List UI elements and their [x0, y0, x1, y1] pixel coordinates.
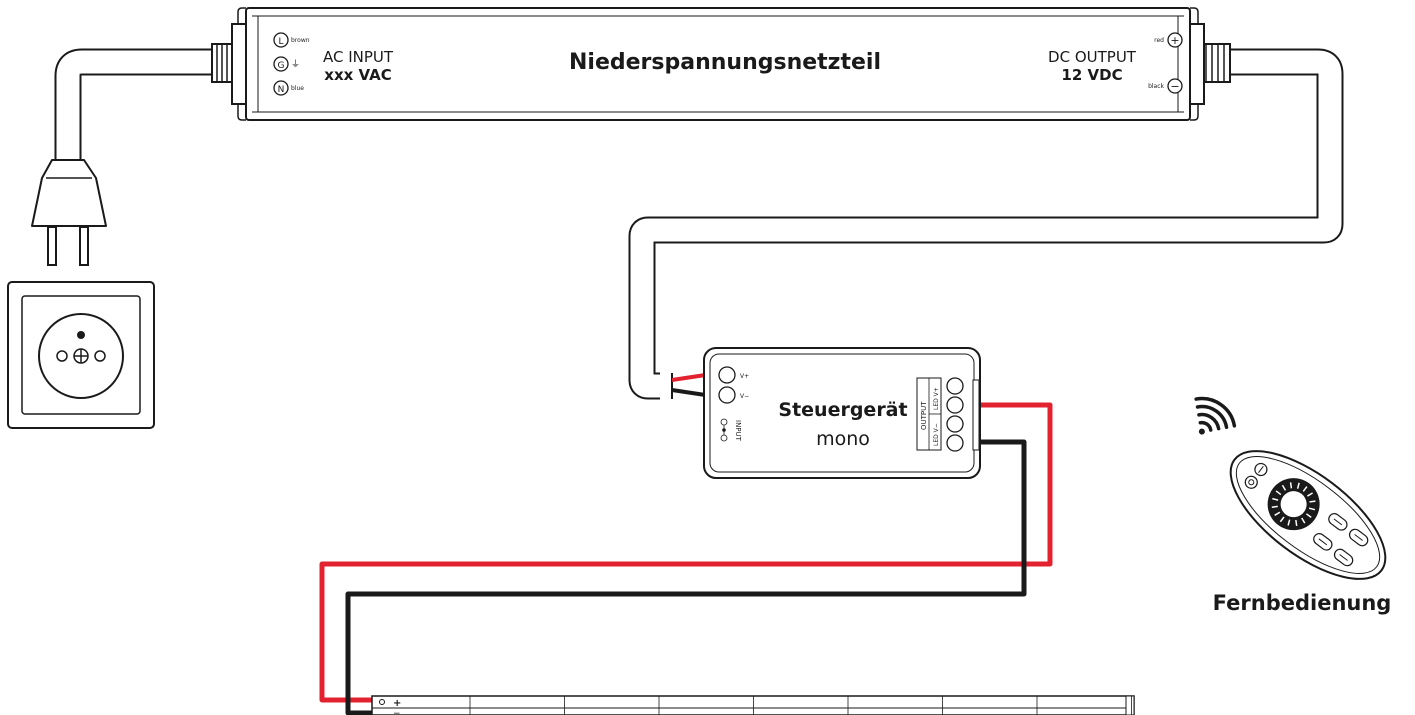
led-wires [319, 402, 1053, 715]
svg-text:LED V−: LED V− [933, 423, 940, 446]
svg-text:V+: V+ [740, 373, 749, 380]
controller-input-vplus [718, 366, 736, 384]
dc-output-label: DC OUTPUT [1048, 48, 1137, 66]
svg-text:L: L [278, 37, 283, 47]
wireless-signal-icon [1194, 396, 1237, 435]
remote-wheel-tick [1281, 484, 1287, 491]
psu-terminal-minus: black − [1148, 78, 1183, 94]
psu-terminal-l: L brown [273, 32, 310, 48]
red-wire-out [319, 402, 1053, 703]
controller-output-label: OUTPUT [920, 401, 928, 430]
led-strip: + − [371, 695, 1135, 715]
psu-terminal-g: G ⏚ [273, 56, 300, 72]
remote-wheel-tick [1271, 505, 1278, 508]
svg-text:blue: blue [291, 85, 304, 92]
controller-output-3 [946, 415, 964, 433]
wall-socket [7, 281, 155, 429]
controller: V+ V− INPUT Steuergerät mono OUTPUT LED … [703, 347, 981, 479]
remote-wheel-tick [1272, 497, 1279, 501]
remote-wheel-tick [1287, 519, 1291, 526]
svg-text:LED V+: LED V+ [933, 387, 940, 410]
svg-text:G: G [278, 61, 285, 71]
black-wire-out [345, 439, 1027, 715]
svg-text:⏚: ⏚ [291, 59, 300, 70]
remote-wheel-tick [1302, 486, 1308, 492]
psu-right-connector [1189, 7, 1231, 121]
svg-text:V−: V− [740, 393, 749, 400]
socket-earth-pin [77, 331, 85, 339]
svg-text:black: black [1148, 83, 1164, 90]
svg-text:brown: brown [291, 37, 310, 44]
controller-input-vminus [718, 386, 736, 404]
plug [31, 159, 107, 266]
dc-cable [628, 48, 1344, 401]
remote-wheel-tick [1309, 500, 1316, 503]
remote-wheel-tick [1274, 511, 1281, 516]
strip-plus-mark: + [393, 698, 401, 709]
psu-body [245, 7, 1191, 121]
mains-cable [54, 48, 218, 162]
remote-power-buttons [1244, 462, 1268, 489]
svg-text:+: + [1170, 34, 1179, 47]
remote-wheel-tick [1308, 507, 1316, 511]
ac-input-value: xxx VAC [324, 66, 391, 84]
remote-wheel-tick [1289, 482, 1293, 489]
remote-wheel-tick [1275, 490, 1282, 496]
remote-function-buttons [1313, 513, 1369, 567]
remote-wheel-ticks [1271, 482, 1316, 527]
ac-input-label: AC INPUT [323, 48, 394, 66]
remote-label: Fernbedienung [1213, 591, 1392, 615]
psu-terminal-n: N blue [273, 80, 304, 96]
remote-wheel-tick [1305, 513, 1312, 519]
controller-output-4 [946, 434, 964, 452]
remote-wheel-tick [1301, 517, 1306, 524]
svg-text:−: − [1170, 80, 1179, 93]
psu-left-connector [211, 7, 247, 121]
strip-minus-mark: − [393, 709, 401, 715]
controller-output-2 [946, 396, 964, 414]
controller-input-label: INPUT [734, 420, 742, 442]
psu-title: Niederspannungsnetzteil [569, 50, 881, 75]
dc-polarity-icon [720, 418, 728, 442]
controller-output-1 [946, 377, 964, 395]
controller-subtitle: mono [816, 428, 870, 450]
svg-text:N: N [278, 85, 285, 95]
remote-wheel-tick [1279, 516, 1285, 523]
power-supply-unit: L brown G ⏚ N blue red + black − AC INPU… [211, 7, 1231, 121]
remote-wheel-tick [1296, 482, 1300, 489]
remote-control [1229, 450, 1387, 580]
svg-text:red: red [1154, 37, 1164, 44]
dc-output-value: 12 VDC [1061, 66, 1122, 84]
led-strip-segments [469, 696, 1132, 715]
remote-wheel-tick [1307, 492, 1313, 497]
controller-title: Steuergerät [778, 399, 907, 421]
remote-wheel-tick [1295, 519, 1298, 527]
psu-terminal-plus: red + [1154, 32, 1183, 48]
